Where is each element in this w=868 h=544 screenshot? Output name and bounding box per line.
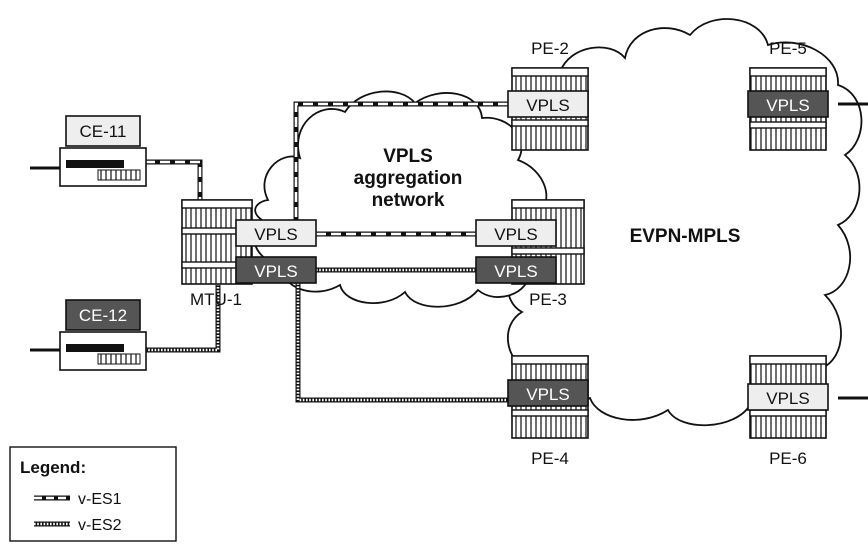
- pe-5-vpls: VPLS: [747, 90, 829, 118]
- svg-text:VPLS: VPLS: [526, 385, 569, 404]
- aggregation-line2: aggregation: [354, 168, 463, 189]
- pe-6-router[interactable]: VPLS PE-6: [747, 355, 829, 468]
- pe-3-label: PE-3: [529, 290, 567, 309]
- pe-4-vpls: VPLS: [507, 379, 589, 407]
- legend-item-v-es1: v-ES1: [34, 491, 122, 508]
- legend-item-v-es2: v-ES2: [34, 517, 122, 534]
- pe-2-vpls: VPLS: [507, 90, 589, 118]
- ce-11-screen: [65, 115, 141, 147]
- mtu-1-vpls-top: VPLS: [235, 219, 317, 247]
- pe-2-router[interactable]: VPLS PE-2: [507, 39, 589, 151]
- legend-label-v-es2: v-ES2: [78, 517, 122, 534]
- ce-11-device[interactable]: CE-11: [59, 115, 147, 187]
- legend: Legend: v-ES1 v-ES2: [9, 446, 177, 542]
- ce-12-label: CE-12: [79, 306, 127, 325]
- svg-text:VPLS: VPLS: [494, 225, 537, 244]
- ce-12-device[interactable]: CE-12: [59, 299, 147, 371]
- pe-4-router[interactable]: VPLS PE-4: [507, 355, 589, 468]
- pe-6-vpls: VPLS: [747, 383, 829, 411]
- pe-2-label: PE-2: [531, 39, 569, 58]
- v-es1-links: [145, 101, 510, 237]
- pe-4-label: PE-4: [531, 449, 569, 468]
- pe-5-label: PE-5: [769, 39, 807, 58]
- svg-text:VPLS: VPLS: [766, 389, 809, 408]
- svg-text:VPLS: VPLS: [254, 225, 297, 244]
- pe-3-router[interactable]: VPLS VPLS PE-3: [475, 199, 585, 309]
- pe-3-vpls-bottom: VPLS: [475, 256, 557, 284]
- svg-text:VPLS: VPLS: [526, 96, 569, 115]
- ce-11-label: CE-11: [80, 122, 127, 141]
- aggregation-cloud: VPLS aggregation network: [252, 90, 553, 308]
- legend-title: Legend:: [20, 458, 86, 477]
- svg-text:VPLS: VPLS: [254, 262, 297, 281]
- mtu-1-router[interactable]: VPLS VPLS MTU-1: [181, 199, 317, 309]
- mtu-1-label: MTU-1: [190, 290, 242, 309]
- aggregation-line1: VPLS: [383, 146, 433, 167]
- legend-label-v-es1: v-ES1: [78, 491, 122, 508]
- svg-text:VPLS: VPLS: [766, 96, 809, 115]
- svg-text:VPLS: VPLS: [494, 262, 537, 281]
- evpn-mpls-label: EVPN-MPLS: [630, 226, 741, 247]
- ce-12-screen: [65, 299, 141, 331]
- pe-5-router[interactable]: VPLS PE-5: [747, 39, 829, 151]
- pe-6-label: PE-6: [769, 449, 807, 468]
- pe-3-vpls-top: VPLS: [475, 219, 557, 247]
- mtu-1-vpls-bottom: VPLS: [235, 256, 317, 284]
- connections: [30, 101, 868, 403]
- v-es2-links: [145, 267, 510, 403]
- aggregation-line3: network: [372, 190, 445, 211]
